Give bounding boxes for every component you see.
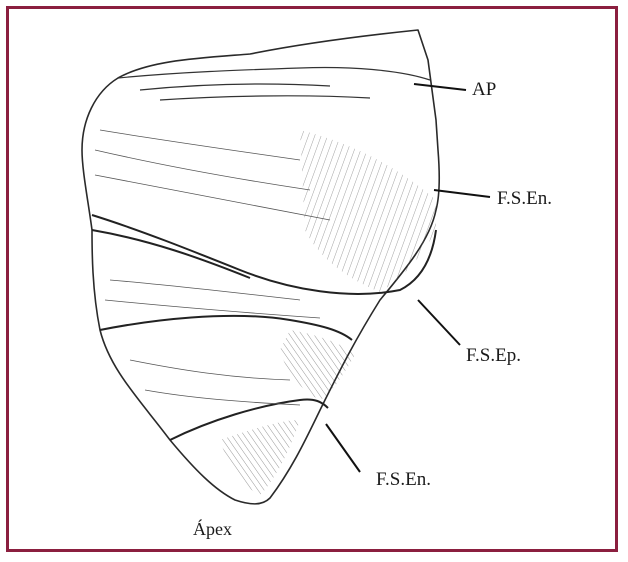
leader-line-fsen-lower [326, 424, 360, 472]
label-fsep: F.S.Ep. [466, 346, 521, 365]
leader-line-ap [414, 84, 466, 90]
leader-line-fsep [418, 300, 460, 345]
leader-lines [326, 84, 490, 472]
label-fsen-lower: F.S.En. [376, 470, 431, 489]
shading [220, 130, 436, 495]
label-apex: Ápex [193, 520, 232, 538]
leader-line-fsen-upper [434, 190, 490, 197]
label-ap: AP [472, 80, 496, 99]
atrium-region [118, 68, 430, 101]
label-fsen-upper: F.S.En. [497, 189, 552, 208]
